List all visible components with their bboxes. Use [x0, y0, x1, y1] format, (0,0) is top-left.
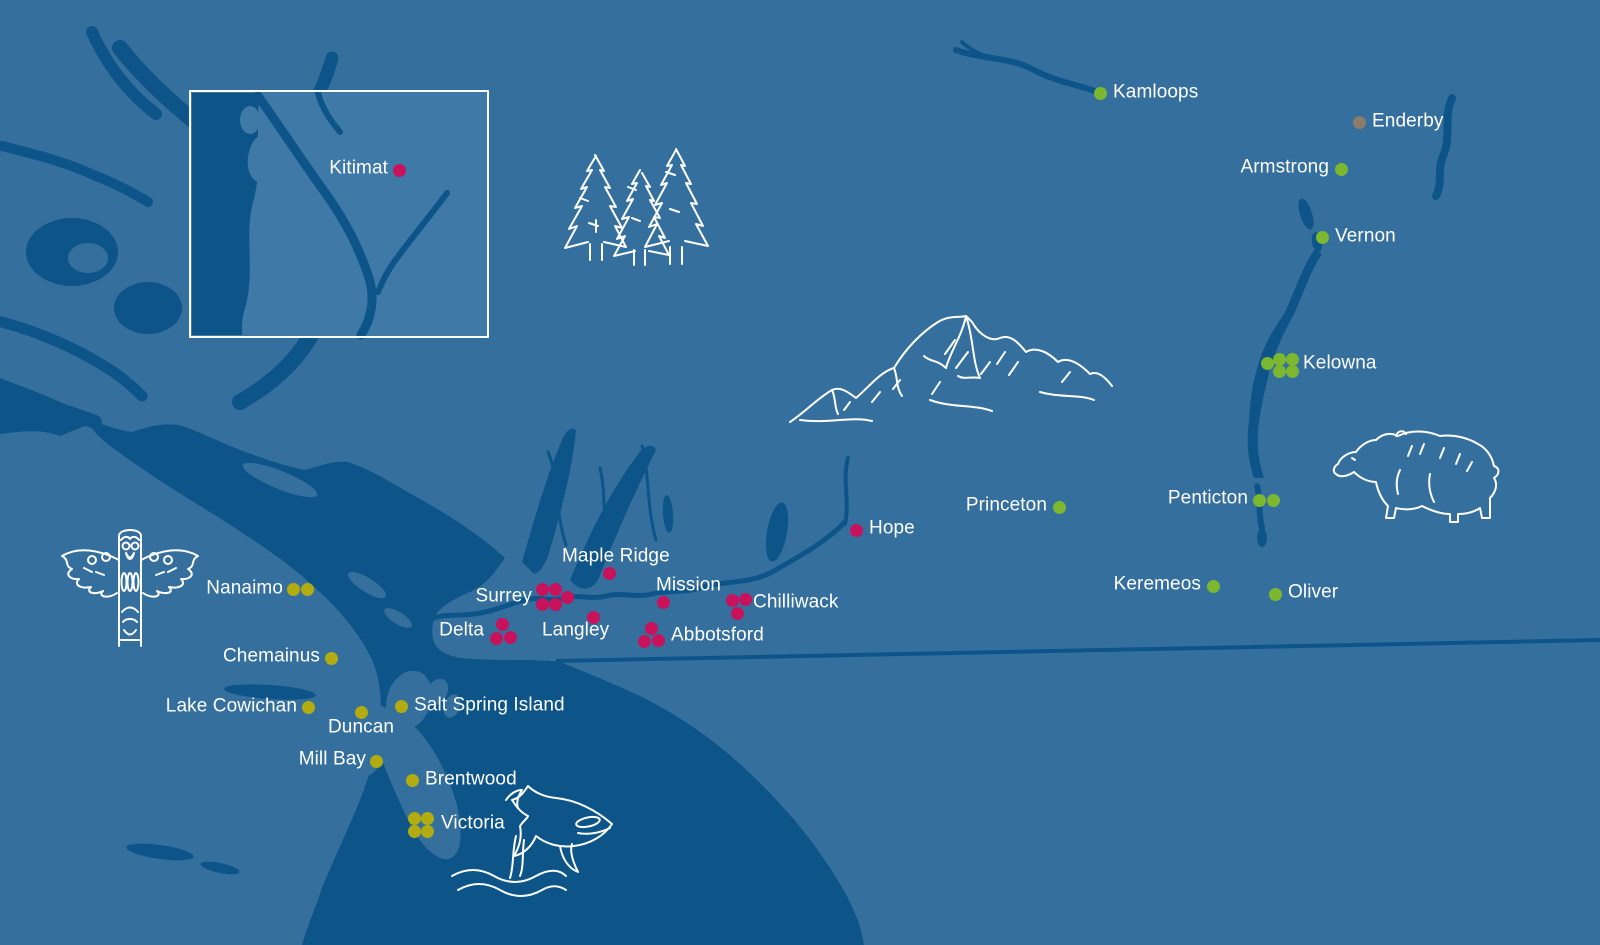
city-label-armstrong: Armstrong [1240, 156, 1329, 178]
city-dot-armstrong [1334, 162, 1348, 176]
city-dot-maple-ridge [602, 566, 616, 580]
city-label-maple-ridge: Maple Ridge [562, 545, 670, 567]
city-dot-nanaimo-1 [286, 582, 300, 596]
pine-trees-icon [564, 148, 709, 266]
city-dot-surrey-4 [548, 597, 562, 611]
city-dot-kelowna-4 [1272, 364, 1286, 378]
city-dot-kelowna-5 [1285, 364, 1299, 378]
city-dot-kamloops [1093, 86, 1107, 100]
city-label-keremeos: Keremeos [1113, 573, 1201, 595]
totem-pole-icon [61, 529, 199, 647]
city-dot-hope [849, 523, 863, 537]
city-label-mission: Mission [656, 574, 722, 596]
city-dot-delta-1 [495, 617, 509, 631]
city-label-abbotsford: Abbotsford [671, 624, 764, 646]
orca-whale-icon [451, 785, 613, 897]
city-label-langley: Langley [542, 619, 610, 641]
inset-border [189, 90, 489, 338]
city-dot-nanaimo-2 [300, 582, 314, 596]
city-dot-chilliwack-1 [725, 593, 739, 607]
city-label-nanaimo: Nanaimo [206, 577, 283, 599]
city-dot-abbotsford-1 [644, 621, 658, 635]
city-dot-kelowna-1 [1260, 356, 1274, 370]
city-dot-victoria-1 [407, 811, 421, 825]
city-dot-abbotsford-3 [651, 633, 665, 647]
city-label-kelowna: Kelowna [1303, 352, 1377, 374]
city-label-surrey: Surrey [475, 585, 532, 607]
city-label-enderby: Enderby [1372, 110, 1444, 132]
mountain-range-icon [789, 315, 1113, 423]
city-dot-vernon [1315, 230, 1329, 244]
city-dot-penticton-2 [1266, 493, 1280, 507]
city-dot-abbotsford-2 [637, 634, 651, 648]
border-line [555, 638, 1600, 663]
city-dot-penticton-1 [1252, 493, 1266, 507]
city-dot-kelowna-2 [1272, 352, 1286, 366]
city-label-vernon: Vernon [1335, 225, 1396, 247]
city-label-brentwood: Brentwood [425, 768, 517, 790]
city-label-mill-bay: Mill Bay [298, 748, 366, 770]
city-dot-lake-cowichan [301, 700, 315, 714]
city-label-penticton: Penticton [1167, 487, 1248, 509]
city-label-chemainus: Chemainus [222, 645, 320, 667]
city-dot-chilliwack-2 [738, 592, 752, 606]
city-dot-langley [586, 610, 600, 624]
city-dot-delta-2 [489, 631, 503, 645]
city-dot-surrey-2 [548, 582, 562, 596]
city-dot-brentwood [405, 773, 419, 787]
city-label-princeton: Princeton [965, 494, 1047, 516]
city-dot-delta-3 [503, 630, 517, 644]
city-label-duncan: Duncan [327, 716, 395, 738]
city-label-kamloops: Kamloops [1113, 81, 1199, 103]
city-label-hope: Hope [869, 517, 915, 539]
city-label-delta: Delta [439, 619, 484, 641]
city-dot-chilliwack-3 [730, 606, 744, 620]
city-dot-mission [656, 595, 670, 609]
city-dot-duncan [354, 705, 368, 719]
city-dot-surrey-1 [535, 582, 549, 596]
city-dot-kelowna-3 [1285, 352, 1299, 366]
city-dot-salt-spring-island [394, 699, 408, 713]
city-label-lake-cowichan: Lake Cowichan [165, 695, 297, 717]
city-dot-victoria-4 [420, 824, 434, 838]
city-dot-chemainus [324, 651, 338, 665]
city-dot-surrey-5 [560, 590, 574, 604]
bear-icon [1332, 430, 1500, 523]
city-label-chilliwack: Chilliwack [753, 591, 839, 613]
city-dot-enderby [1352, 115, 1366, 129]
city-label-kitimat: Kitimat [329, 157, 388, 179]
city-dot-keremeos [1206, 579, 1220, 593]
city-label-oliver: Oliver [1288, 581, 1339, 603]
city-dot-victoria-3 [407, 824, 421, 838]
city-dot-surrey-3 [535, 597, 549, 611]
city-label-victoria: Victoria [441, 812, 505, 834]
city-label-salt-spring-island: Salt Spring Island [414, 694, 565, 716]
city-dot-victoria-2 [420, 811, 434, 825]
city-dot-kitimat [392, 163, 406, 177]
city-dot-mill-bay [369, 754, 383, 768]
city-dot-oliver [1268, 587, 1282, 601]
city-dot-princeton [1052, 500, 1066, 514]
inset-map [189, 90, 489, 340]
coastline-water [0, 26, 1600, 945]
